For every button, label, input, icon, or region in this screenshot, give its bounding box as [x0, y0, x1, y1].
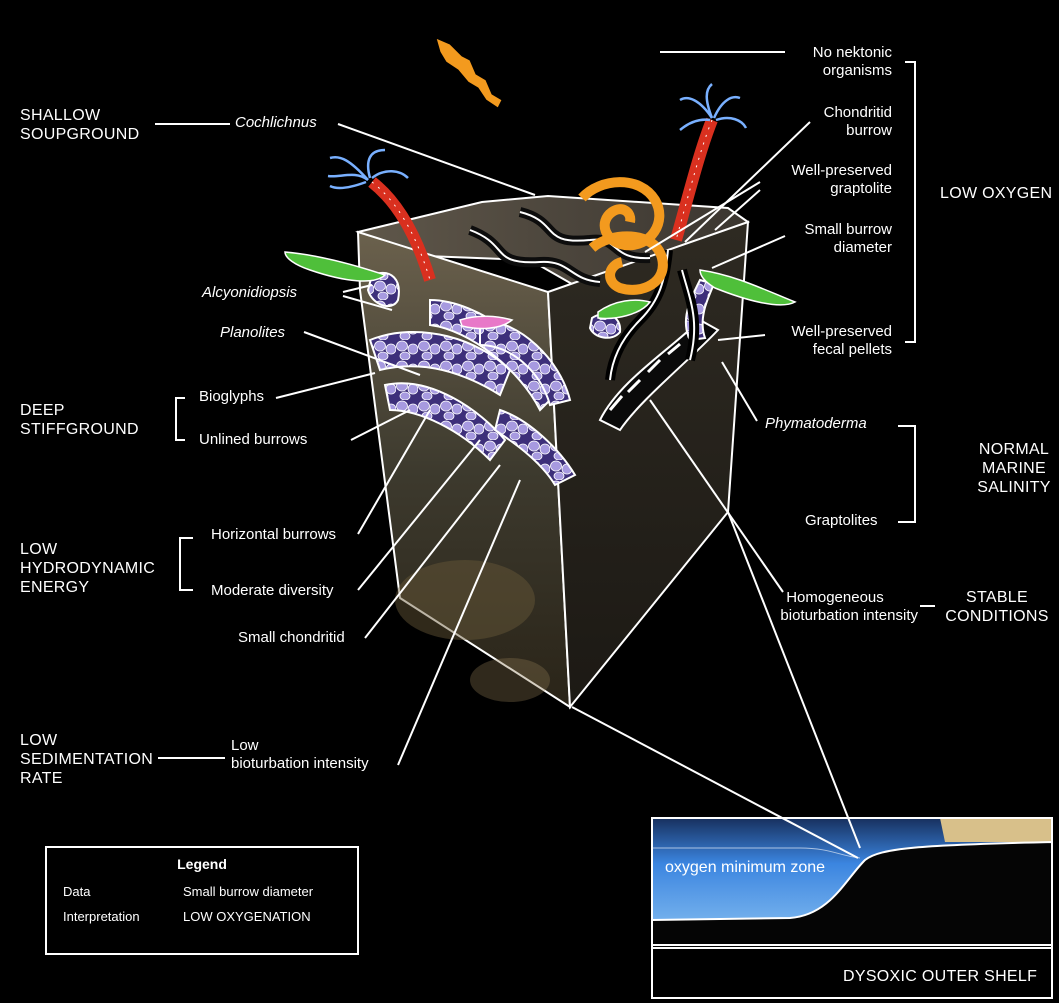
label-horizontal-burrows: Horizontal burrows: [211, 526, 336, 544]
label-oxygen-minimum-zone: oxygen minimum zone: [665, 859, 825, 877]
label-moderate-diversity: Moderate diversity: [211, 582, 334, 600]
label-alcyonidiopsis: Alcyonidiopsis: [202, 284, 297, 302]
block-right-face: [548, 222, 748, 707]
legend-interpretation-key: Interpretation: [63, 909, 140, 924]
shelf-sand: [940, 818, 1052, 842]
legend-data-key: Data: [63, 884, 90, 899]
legend-box: Legend Data Small burrow diameter Interp…: [45, 846, 359, 955]
legend-title: Legend: [47, 856, 357, 872]
legend-interpretation-value: LOW OXYGENATION: [183, 909, 311, 924]
label-cochlichnus: Cochlichnus: [235, 114, 317, 132]
label-graptolites: Graptolites: [805, 512, 878, 530]
label-phymatoderma: Phymatoderma: [765, 415, 867, 433]
nektonic-graptolite: [436, 38, 502, 108]
label-unlined-burrows: Unlined burrows: [199, 431, 307, 449]
label-dysoxic-outer-shelf: DYSOXIC OUTER SHELF: [843, 967, 1037, 986]
legend-data-value: Small burrow diameter: [183, 884, 313, 899]
label-planolites: Planolites: [220, 324, 285, 342]
label-bioglyphs: Bioglyphs: [199, 388, 264, 406]
label-small-chondritid: Small chondritid: [238, 629, 345, 647]
label-low-oxygen: LOW OXYGEN: [940, 184, 1052, 203]
